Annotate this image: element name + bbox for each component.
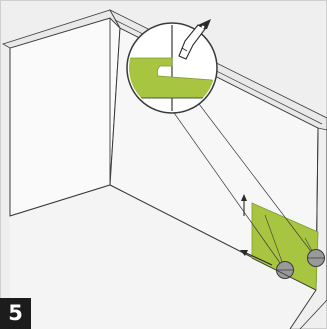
step-number-badge: 5 bbox=[0, 298, 31, 329]
guide-line-2 bbox=[195, 99, 317, 259]
left-wall-top-edge bbox=[2, 9, 121, 49]
guide-line-3 bbox=[264, 214, 286, 271]
floor-edge-front bbox=[289, 289, 317, 329]
left-wall bbox=[9, 17, 121, 217]
floor-joint bbox=[251, 257, 317, 291]
guide-line-1 bbox=[171, 109, 286, 271]
floor-edge-right-diag bbox=[299, 299, 327, 329]
magnifier-green-profile bbox=[129, 57, 215, 99]
up-arrow-icon bbox=[241, 194, 247, 216]
floor bbox=[10, 185, 316, 329]
floor-edge-left bbox=[9, 184, 111, 217]
utility-knife-icon bbox=[178, 19, 211, 60]
left-arrow-icon bbox=[240, 250, 273, 266]
